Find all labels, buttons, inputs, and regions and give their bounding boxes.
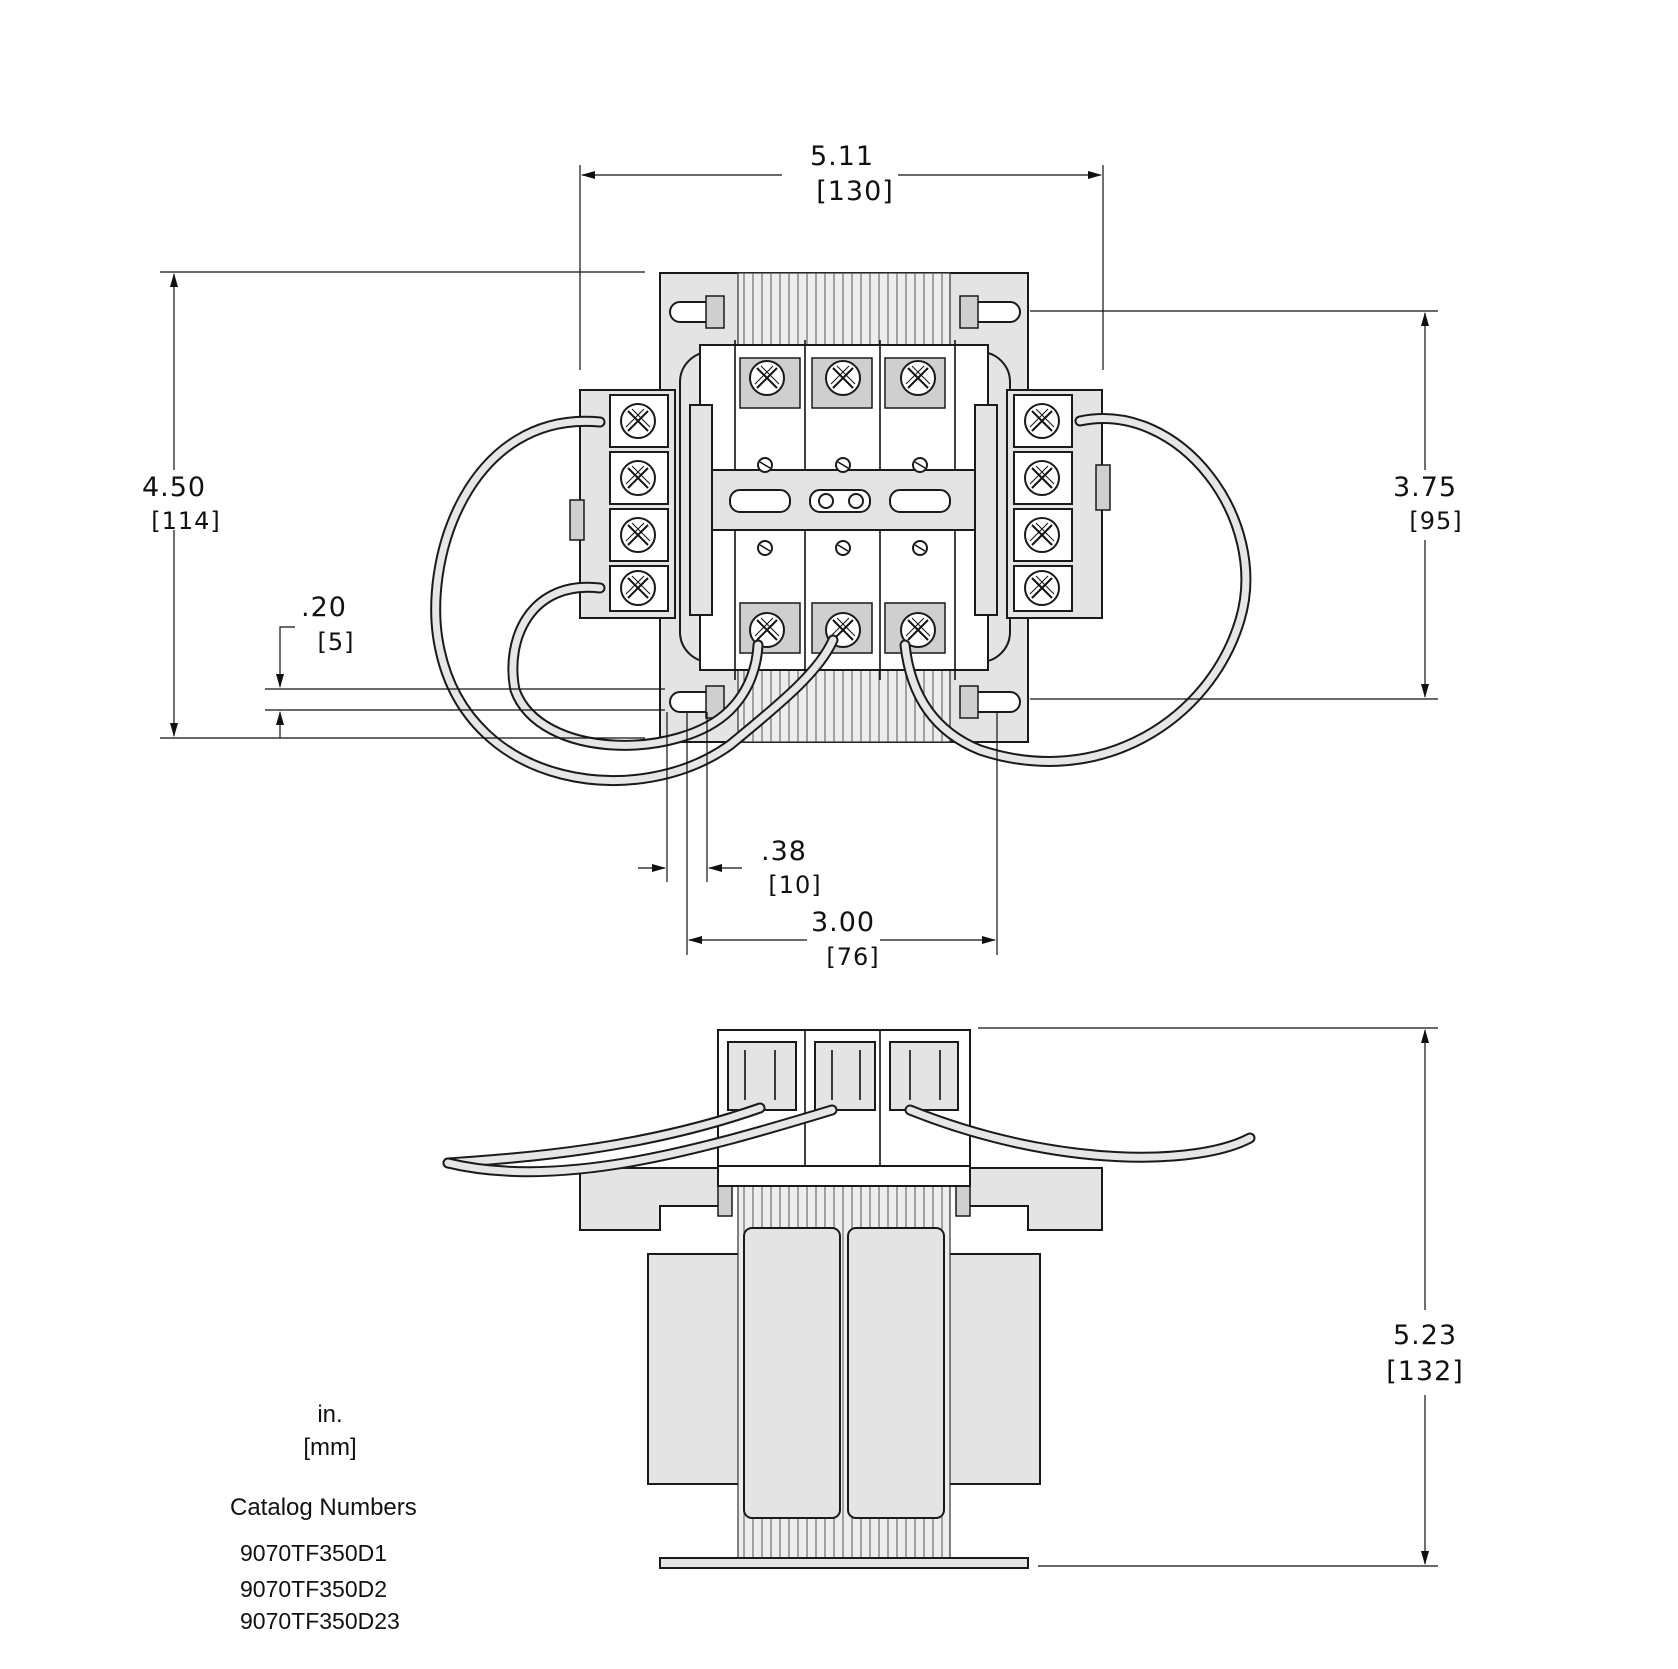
side-view	[442, 1029, 1256, 1569]
terminal-screw-icon	[620, 570, 656, 606]
terminal-screw-icon	[1024, 460, 1060, 496]
dim-overall-height-mm: [114]	[151, 507, 221, 535]
terminal-screw-icon	[620, 460, 656, 496]
terminal-screw-icon	[620, 403, 656, 439]
dim-foot-offset-mm: [5]	[318, 628, 355, 656]
units-inch-label: in.	[317, 1401, 342, 1428]
catalog-heading: Catalog Numbers	[230, 1494, 417, 1521]
base-plate	[659, 1557, 1029, 1569]
terminal-screw-icon	[825, 360, 861, 396]
dim-overall-depth-mm: [132]	[1386, 1356, 1464, 1387]
lead-wires	[430, 413, 1252, 786]
units-mm-label: [mm]	[303, 1434, 356, 1461]
dim-mount-width-mm: [76]	[826, 943, 879, 971]
dimension-lines	[160, 165, 1438, 1567]
terminal-screw-icon	[1024, 570, 1060, 606]
dim-mount-height-in: 3.75	[1393, 472, 1457, 503]
dim-foot-offset-in: .20	[301, 592, 347, 623]
catalog-number: 9070TF350D23	[240, 1608, 400, 1634]
catalog-number: 9070TF350D2	[240, 1576, 387, 1602]
dim-slot-width-mm: [10]	[768, 871, 821, 899]
dim-mount-width-in: 3.00	[811, 907, 875, 938]
dim-overall-depth-in: 5.23	[1393, 1320, 1457, 1351]
dim-top-width-in: 5.11	[810, 141, 874, 172]
side-lead-wires	[442, 1102, 1256, 1178]
top-view	[430, 272, 1252, 786]
dim-slot-width-in: .38	[761, 836, 807, 867]
dim-mount-height-mm: [95]	[1409, 507, 1462, 535]
terminal-screw-icon	[620, 517, 656, 553]
terminal-screw-icon	[1024, 517, 1060, 553]
terminal-screw-icon	[749, 360, 785, 396]
terminal-screw-icon	[1024, 403, 1060, 439]
catalog-number: 9070TF350D1	[240, 1540, 387, 1566]
dim-top-width-mm: [130]	[816, 176, 894, 207]
terminal-screw-icon	[900, 360, 936, 396]
dim-overall-height-in: 4.50	[142, 472, 206, 503]
